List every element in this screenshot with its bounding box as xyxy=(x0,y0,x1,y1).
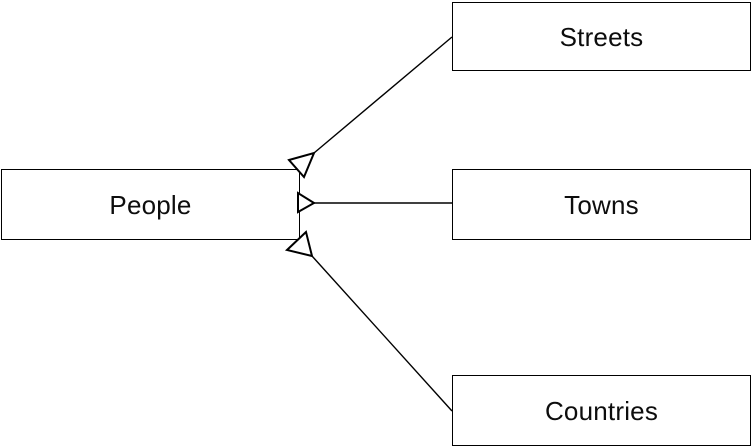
node-towns-label: Towns xyxy=(564,189,639,220)
node-towns[interactable]: Towns xyxy=(452,169,751,240)
connector-line-countries xyxy=(311,255,453,412)
node-streets[interactable]: Streets xyxy=(452,2,751,71)
node-people-label: People xyxy=(109,189,192,220)
node-countries[interactable]: Countries xyxy=(452,375,751,446)
node-streets-label: Streets xyxy=(559,21,644,52)
node-people[interactable]: People xyxy=(1,169,300,240)
generalization-arrowhead-towns xyxy=(297,191,316,214)
node-countries-label: Countries xyxy=(544,395,659,426)
connector-line-streets xyxy=(313,36,453,154)
